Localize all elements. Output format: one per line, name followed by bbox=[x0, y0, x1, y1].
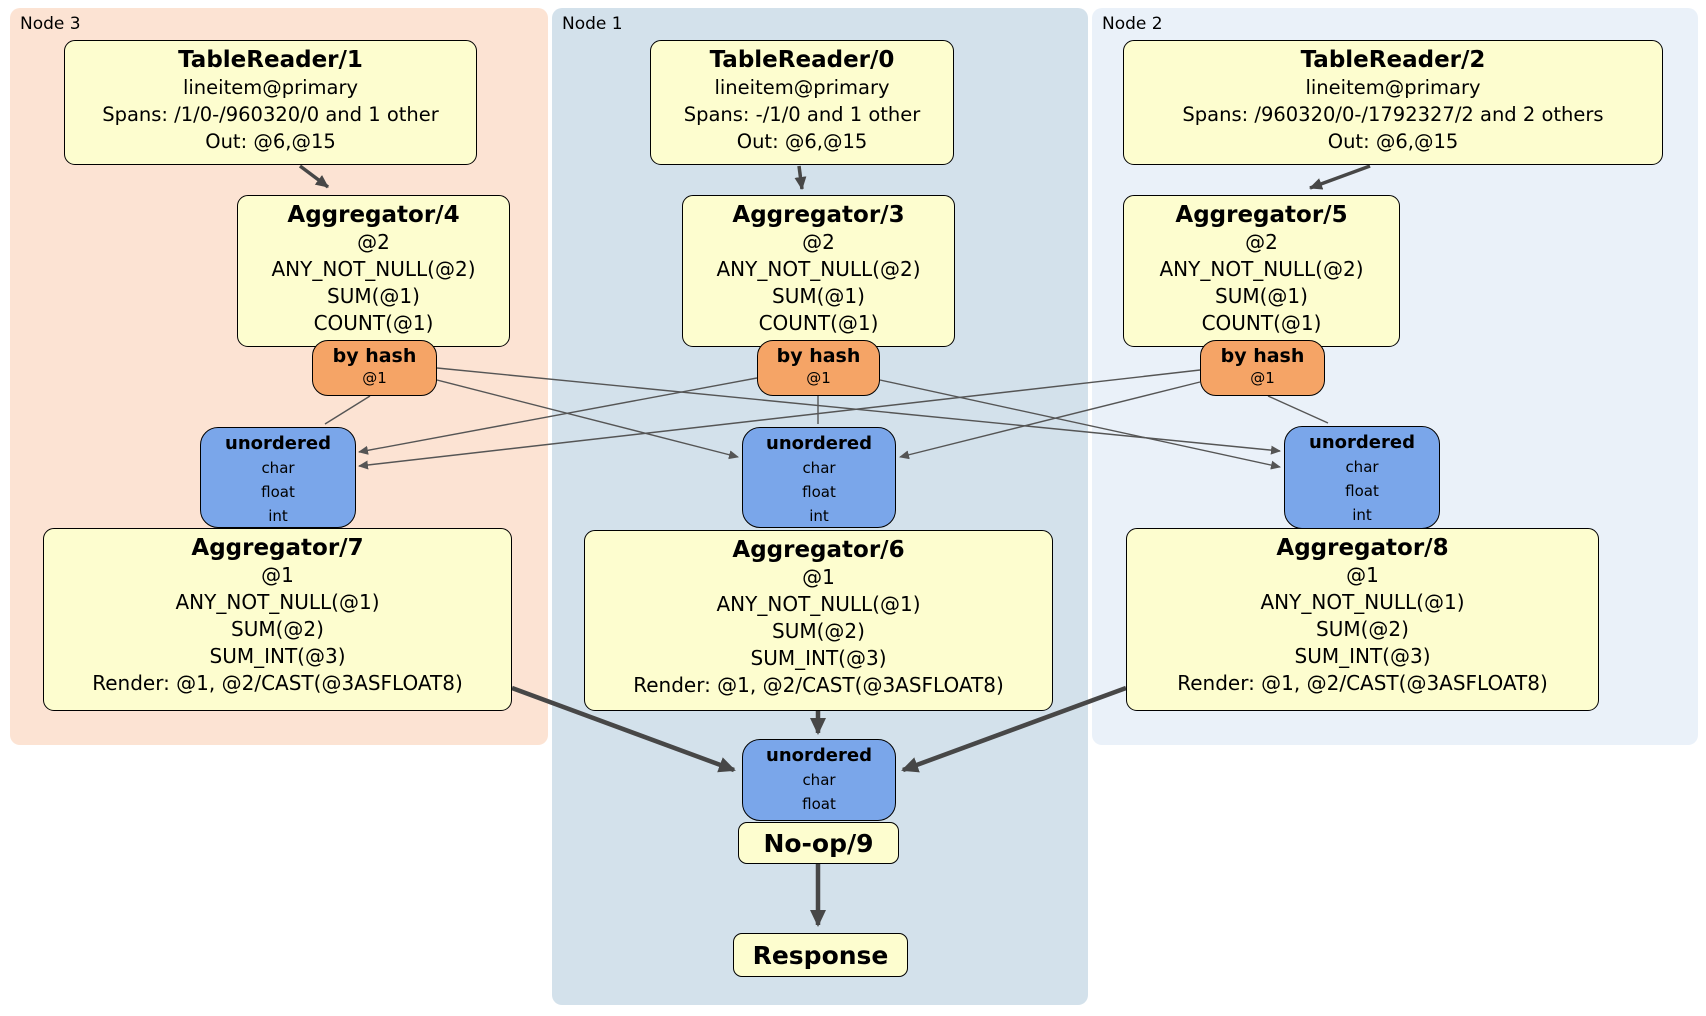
node3-label: Node 3 bbox=[20, 14, 81, 34]
unordered-sync-node3: unordered char float int bbox=[200, 427, 356, 528]
byhash-5-title: by hash bbox=[1220, 345, 1305, 367]
aggregator-4-box: Aggregator/4 @2 ANY_NOT_NULL(@2) SUM(@1)… bbox=[237, 195, 510, 347]
edge-agg7-unordfinal bbox=[511, 685, 736, 773]
aggregator-6-box: Aggregator/6 @1 ANY_NOT_NULL(@1) SUM(@2)… bbox=[584, 530, 1053, 711]
edge-byhash4-unord3 bbox=[324, 395, 371, 425]
byhash-4-title: by hash bbox=[332, 345, 417, 367]
aggregator-4-title: Aggregator/4 bbox=[287, 202, 460, 228]
node1-label: Node 1 bbox=[562, 14, 623, 34]
aggregator-3-title: Aggregator/3 bbox=[732, 202, 905, 228]
aggregator-7-title: Aggregator/7 bbox=[191, 535, 364, 561]
tablereader-1-box: TableReader/1 lineitem@primary Spans: /1… bbox=[64, 40, 477, 165]
edge-byhash5-unord2 bbox=[1267, 395, 1329, 424]
noop-9-title: No-op/9 bbox=[763, 828, 874, 858]
unordered-final-title: unordered bbox=[766, 745, 872, 766]
node2-label: Node 2 bbox=[1102, 14, 1163, 34]
edge-byhash3-unord2 bbox=[879, 379, 1281, 470]
edge-byhash5-unord3 bbox=[358, 369, 1201, 470]
byhash-router-5: by hash @1 bbox=[1200, 340, 1325, 396]
aggregator-6-title: Aggregator/6 bbox=[732, 537, 905, 563]
byhash-router-4: by hash @1 bbox=[312, 340, 437, 396]
response-box: Response bbox=[733, 933, 908, 977]
edge-byhash5-unord1 bbox=[899, 381, 1201, 460]
aggregator-3-box: Aggregator/3 @2 ANY_NOT_NULL(@2) SUM(@1)… bbox=[682, 195, 955, 347]
aggregator-5-box: Aggregator/5 @2 ANY_NOT_NULL(@2) SUM(@1)… bbox=[1123, 195, 1400, 347]
tablereader-0-box: TableReader/0 lineitem@primary Spans: -/… bbox=[650, 40, 954, 165]
tablereader-2-title: TableReader/2 bbox=[1300, 47, 1486, 73]
tablereader-1-title: TableReader/1 bbox=[178, 47, 363, 73]
aggregator-8-title: Aggregator/8 bbox=[1276, 535, 1449, 561]
unordered-node1-title: unordered bbox=[766, 433, 872, 454]
edge-agg8-unordfinal bbox=[901, 685, 1127, 773]
unordered-node3-title: unordered bbox=[225, 433, 331, 454]
unordered-sync-node2: unordered char float int bbox=[1284, 426, 1440, 529]
unordered-sync-node1: unordered char float int bbox=[742, 427, 896, 528]
tablereader-2-box: TableReader/2 lineitem@primary Spans: /9… bbox=[1123, 40, 1663, 165]
edge-tr0-agg3 bbox=[794, 165, 807, 190]
aggregator-8-box: Aggregator/8 @1 ANY_NOT_NULL(@1) SUM(@2)… bbox=[1126, 528, 1599, 711]
unordered-sync-final: unordered char float bbox=[742, 739, 896, 821]
edge-byhash4-unord1 bbox=[436, 379, 739, 460]
tablereader-0-title: TableReader/0 bbox=[709, 47, 895, 73]
edge-tr2-agg5 bbox=[1309, 164, 1371, 190]
edge-byhash3-unord3 bbox=[358, 377, 758, 455]
edge-tr1-agg4 bbox=[298, 164, 330, 189]
unordered-node2-title: unordered bbox=[1309, 432, 1415, 453]
byhash-3-title: by hash bbox=[776, 345, 861, 367]
aggregator-7-box: Aggregator/7 @1 ANY_NOT_NULL(@1) SUM(@2)… bbox=[43, 528, 512, 711]
byhash-router-3: by hash @1 bbox=[757, 340, 880, 396]
response-title: Response bbox=[752, 940, 889, 970]
aggregator-5-title: Aggregator/5 bbox=[1175, 202, 1348, 228]
noop-9-box: No-op/9 bbox=[738, 822, 899, 864]
